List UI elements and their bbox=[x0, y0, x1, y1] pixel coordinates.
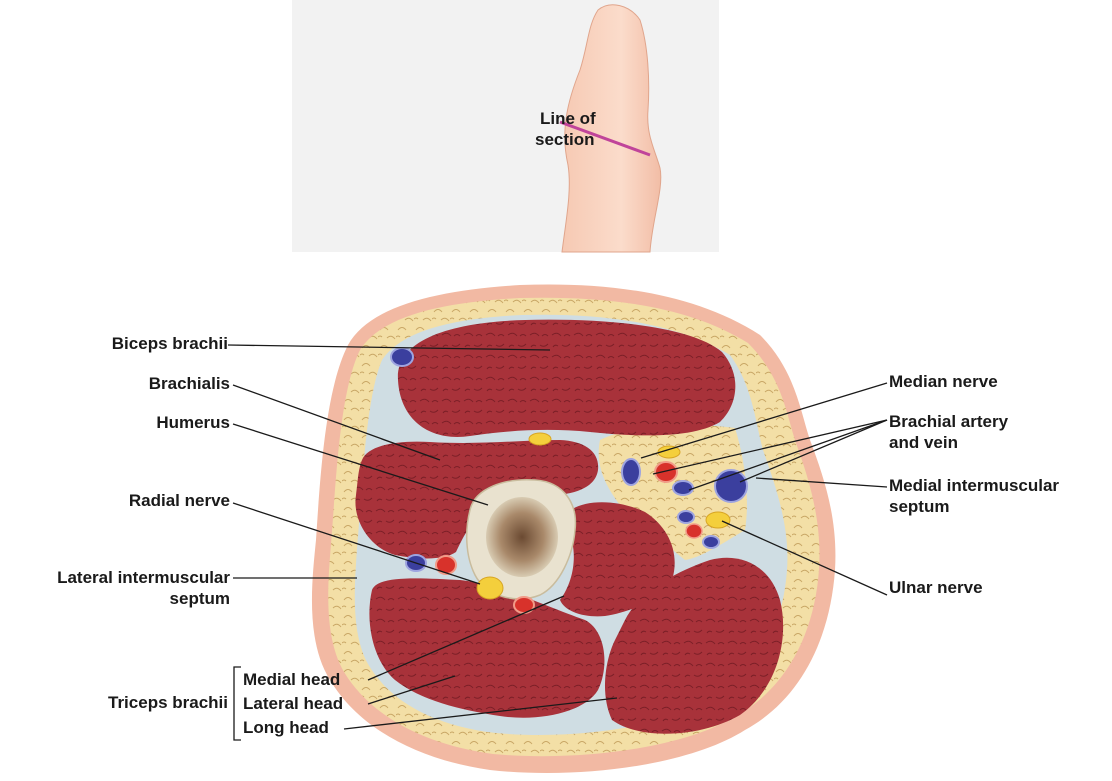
label-brachial-artery-line2: and vein bbox=[889, 432, 1008, 453]
ulnar-vein-small bbox=[703, 536, 719, 548]
label-line-of-section-line1: Line of bbox=[540, 108, 600, 129]
brachial-vein-2 bbox=[673, 481, 693, 495]
bone-marrow bbox=[486, 497, 558, 577]
label-ulnar-nerve: Ulnar nerve bbox=[889, 577, 983, 598]
label-lateral-head: Lateral head bbox=[243, 693, 343, 714]
label-humerus: Humerus bbox=[40, 412, 230, 433]
label-medial-intermuscular-septum-line2: septum bbox=[889, 496, 1059, 517]
profunda-brachii-artery bbox=[436, 556, 456, 574]
label-triceps-brachii: Triceps brachii bbox=[40, 692, 228, 713]
label-brachial-artery-line1: Brachial artery bbox=[889, 411, 1008, 432]
label-lateral-intermuscular-septum-line2: septum bbox=[5, 588, 230, 609]
cephalic-vein bbox=[391, 348, 413, 366]
label-line-of-section: Line of section bbox=[540, 108, 600, 150]
brachial-vein-1 bbox=[622, 459, 640, 485]
label-line-of-section-line2: section bbox=[535, 129, 600, 150]
biceps-brachii-muscle bbox=[398, 320, 735, 437]
label-medial-intermuscular-septum: Medial intermuscular septum bbox=[889, 475, 1059, 517]
label-medial-head: Medial head bbox=[243, 669, 340, 690]
label-brachialis: Brachialis bbox=[40, 373, 230, 394]
label-brachial-artery-and-vein: Brachial artery and vein bbox=[889, 411, 1008, 453]
label-biceps-brachii: Biceps brachii bbox=[40, 333, 228, 354]
superior-ulnar-collateral-vein bbox=[678, 511, 694, 523]
label-median-nerve: Median nerve bbox=[889, 371, 998, 392]
label-lateral-intermuscular-septum-line1: Lateral intermuscular bbox=[5, 567, 230, 588]
superior-ulnar-collateral-artery bbox=[686, 524, 702, 538]
label-lateral-intermuscular-septum: Lateral intermuscular septum bbox=[5, 567, 230, 609]
musculocutaneous-nerve bbox=[529, 433, 551, 445]
label-long-head: Long head bbox=[243, 717, 329, 738]
ulnar-nerve-shape bbox=[706, 512, 730, 528]
label-medial-intermuscular-septum-line1: Medial intermuscular bbox=[889, 475, 1059, 496]
brachial-artery bbox=[655, 462, 677, 482]
radial-nerve-shape bbox=[477, 577, 503, 599]
label-radial-nerve: Radial nerve bbox=[40, 490, 230, 511]
